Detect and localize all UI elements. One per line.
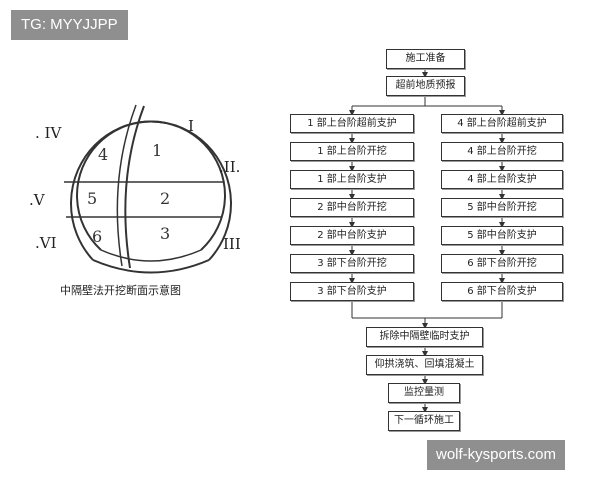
flow-step-right-6: 6 部下台阶开挖 [441, 254, 563, 273]
part-number-6: 6 [92, 227, 103, 246]
flow-step-geological-forecast: 超前地质预报 [386, 76, 465, 96]
roman-label-vi: .VI [35, 234, 57, 252]
flow-step-monitoring: 监控量测 [388, 383, 460, 403]
section-diagram-caption: 中隔壁法开挖断面示意图 [60, 284, 181, 297]
flow-step-right-1: 4 部上台阶超前支护 [441, 114, 563, 133]
part-number-4: 4 [98, 145, 109, 164]
flow-step-right-2: 4 部上台阶开挖 [441, 142, 563, 161]
part-number-5: 5 [87, 189, 98, 208]
flow-step-left-2: 1 部上台阶开挖 [290, 142, 414, 161]
roman-label-v: .V [29, 191, 45, 209]
flow-step-right-3: 4 部上台阶支护 [441, 170, 563, 189]
tunnel-inner-ring [76, 120, 226, 251]
flow-step-left-3: 1 部上台阶支护 [290, 170, 414, 189]
roman-label-ii: .II. [219, 158, 241, 176]
watermark-top: TG: MYYJJPP [11, 10, 128, 40]
flow-step-invert-pouring: 仰拱浇筑、回填混凝土 [366, 355, 483, 375]
tunnel-invert-inner [100, 249, 202, 262]
roman-label-i: I [188, 117, 194, 135]
roman-label-iii: III [223, 235, 241, 253]
flow-step-next-cycle: 下一循环施工 [388, 411, 460, 431]
flow-step-left-1: 1 部上台阶超前支护 [290, 114, 414, 133]
watermark-bottom: wolf-kysports.com [427, 440, 566, 470]
flow-step-remove-partition: 拆除中隔壁临时支护 [366, 327, 483, 347]
flow-step-left-5: 2 部中台阶支护 [290, 226, 414, 245]
part-number-3: 3 [160, 224, 171, 243]
flow-step-left-6: 3 部下台阶开挖 [290, 254, 414, 273]
flow-step-right-7: 6 部下台阶支护 [441, 282, 563, 301]
flow-step-construction-prep: 施工准备 [386, 49, 465, 69]
tunnel-invert [92, 259, 210, 274]
flow-step-right-5: 5 部中台阶支护 [441, 226, 563, 245]
part-number-2: 2 [160, 189, 171, 208]
flow-step-left-4: 2 部中台阶开挖 [290, 198, 414, 217]
flow-step-left-7: 3 部下台阶支护 [290, 282, 414, 301]
part-number-1: 1 [152, 141, 163, 160]
middle-partition-wall [124, 105, 145, 269]
roman-label-iv: . IV [35, 124, 62, 142]
flow-step-right-4: 5 部中台阶开挖 [441, 198, 563, 217]
